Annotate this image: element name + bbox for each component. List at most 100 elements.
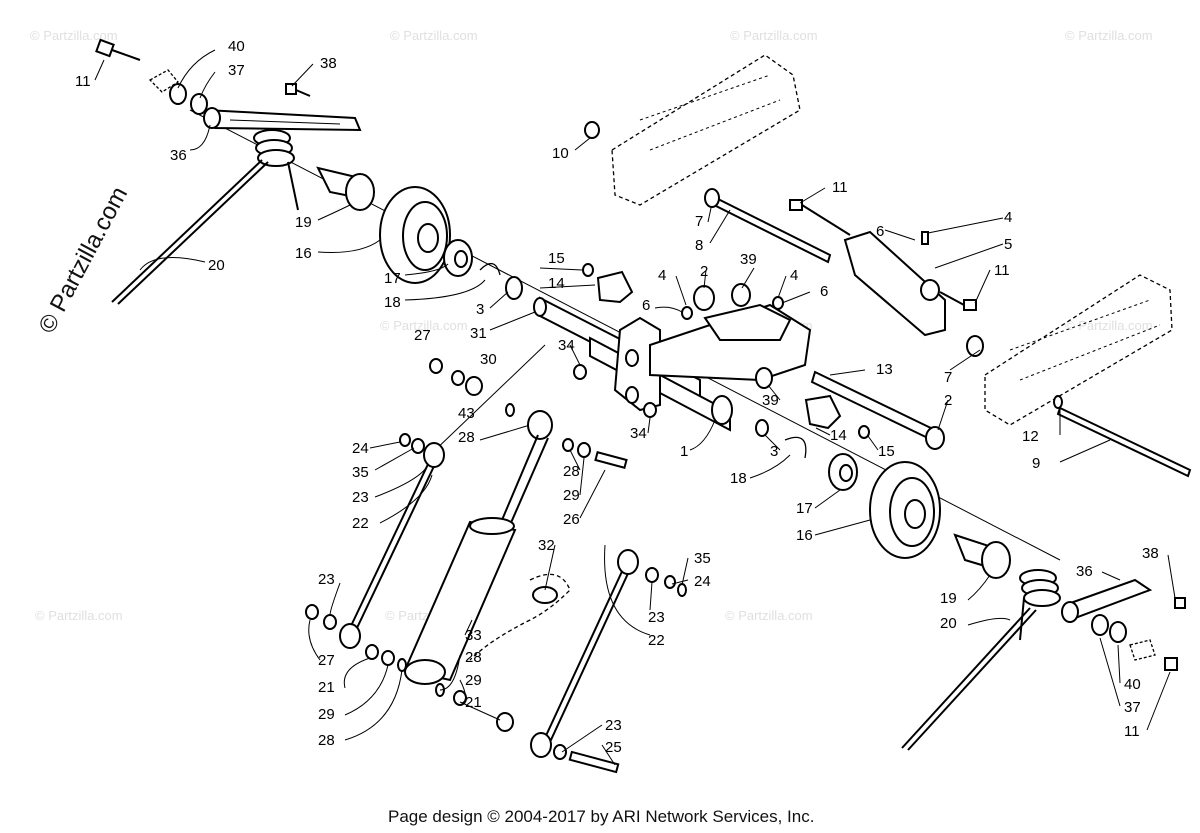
bracket-5 — [843, 230, 946, 337]
bolt-11-lower — [1164, 657, 1178, 671]
fitting-4b — [772, 296, 784, 310]
link-end-right-top — [617, 549, 639, 575]
callout-36: 36 — [1076, 563, 1093, 580]
callout-20: 20 — [940, 615, 957, 632]
callout-18: 18 — [730, 470, 747, 487]
callout-21: 21 — [318, 679, 335, 696]
callout-16: 16 — [796, 527, 813, 544]
callout-34: 34 — [558, 337, 575, 354]
callout-7: 7 — [695, 213, 703, 230]
bushing-2-left — [693, 285, 715, 311]
callout-29: 29 — [563, 487, 580, 504]
callout-19: 19 — [295, 214, 312, 231]
callout-17: 17 — [796, 500, 813, 517]
idler-wheel-right — [869, 461, 941, 559]
watermark-tile: © Partzilla.com — [380, 318, 468, 333]
callout-6: 6 — [876, 223, 884, 240]
washer-24-right — [677, 583, 687, 597]
shock-absorber — [403, 410, 553, 685]
washer-34-upper — [573, 364, 587, 380]
callout-4: 4 — [790, 267, 798, 284]
washer-37-right — [1091, 614, 1109, 636]
callout-7: 7 — [944, 369, 952, 386]
callout-37: 37 — [1124, 699, 1141, 716]
nut-39-lower — [755, 367, 773, 389]
callout-24: 24 — [352, 440, 369, 457]
washer-35-right — [664, 575, 676, 589]
callout-38: 38 — [320, 55, 337, 72]
callout-labels: 11 40 37 38 36 20 19 16 17 18 3 31 27 30… — [75, 38, 1159, 756]
callout-26: 26 — [563, 511, 580, 528]
bolt-9 — [1056, 406, 1192, 478]
callout-32: 32 — [538, 537, 555, 554]
bolt-38-lower — [1174, 597, 1186, 609]
callout-21: 21 — [465, 694, 482, 711]
callout-39: 39 — [762, 392, 779, 409]
callout-35: 35 — [352, 464, 369, 481]
bearing-right — [828, 453, 858, 491]
snap-ring-left — [479, 263, 501, 276]
bushing-29-mid — [577, 442, 591, 458]
callout-24: 24 — [694, 573, 711, 590]
callout-28: 28 — [458, 429, 475, 446]
washer-29-left — [381, 650, 395, 666]
callout-29: 29 — [318, 706, 335, 723]
callout-6: 6 — [820, 283, 828, 300]
washer-35-left — [411, 438, 425, 454]
bolt-11-right-shank — [939, 291, 965, 306]
fitting-4a — [681, 306, 693, 320]
callout-10: 10 — [552, 145, 569, 162]
spacer-tube-right — [953, 533, 1011, 579]
watermark-tile: © Partzilla.com — [35, 608, 123, 623]
callout-27: 27 — [318, 652, 335, 669]
link-end-left-bottom — [339, 623, 361, 649]
callout-23: 23 — [352, 489, 369, 506]
right-torsion-spring — [901, 569, 1061, 751]
copyright-footer: Page design © 2004-2017 by ARI Network S… — [388, 807, 814, 826]
leader-lines — [94, 49, 1176, 766]
rail-slide-upper — [611, 54, 801, 206]
callout-28: 28 — [465, 649, 482, 666]
partzilla-watermark: © Partzilla.com — [33, 182, 133, 337]
bushing-21-lower — [496, 712, 514, 732]
callout-30: 30 — [480, 351, 497, 368]
watermark-tile: © Partzilla.com — [30, 28, 118, 43]
callout-11: 11 — [994, 262, 1010, 279]
stop-14-left — [596, 270, 634, 304]
cap-right — [1129, 639, 1156, 661]
callout-36: 36 — [170, 147, 187, 164]
clamp-32 — [532, 586, 558, 604]
spacer-tube-left — [316, 166, 375, 211]
link-22-left — [348, 458, 438, 632]
callout-4: 4 — [1004, 209, 1012, 226]
bolt-11-mid-shank — [801, 204, 851, 236]
left-bolt — [95, 38, 141, 61]
bracket-5-boss — [920, 279, 940, 301]
bushing-3-left — [505, 276, 523, 300]
washer-23-lower — [553, 744, 567, 760]
callout-22: 22 — [648, 632, 665, 649]
washer-34-lower — [643, 402, 657, 418]
washer-28-left — [397, 658, 407, 672]
callout-29: 29 — [465, 672, 482, 689]
bolt-11-mid — [789, 199, 803, 211]
nut-39-upper — [731, 283, 751, 307]
callout-31: 31 — [470, 325, 487, 342]
callout-25: 25 — [605, 739, 622, 756]
right-scissor-arm — [1061, 578, 1153, 623]
watermark-tile: © Partzilla.com — [730, 28, 818, 43]
callout-11: 11 — [75, 73, 91, 90]
callout-23: 23 — [318, 571, 335, 588]
callout-28: 28 — [318, 732, 335, 749]
callout-28: 28 — [563, 463, 580, 480]
link-end-left-top — [423, 442, 445, 468]
callout-27: 27 — [414, 327, 431, 344]
callout-40: 40 — [228, 38, 245, 55]
left-scissor-arm — [203, 107, 362, 132]
left-torsion-spring — [111, 129, 299, 305]
callout-17: 17 — [384, 270, 401, 287]
callout-15: 15 — [548, 250, 565, 267]
callout-37: 37 — [228, 62, 245, 79]
washer-23-left — [323, 614, 337, 630]
nut-10 — [584, 121, 600, 139]
